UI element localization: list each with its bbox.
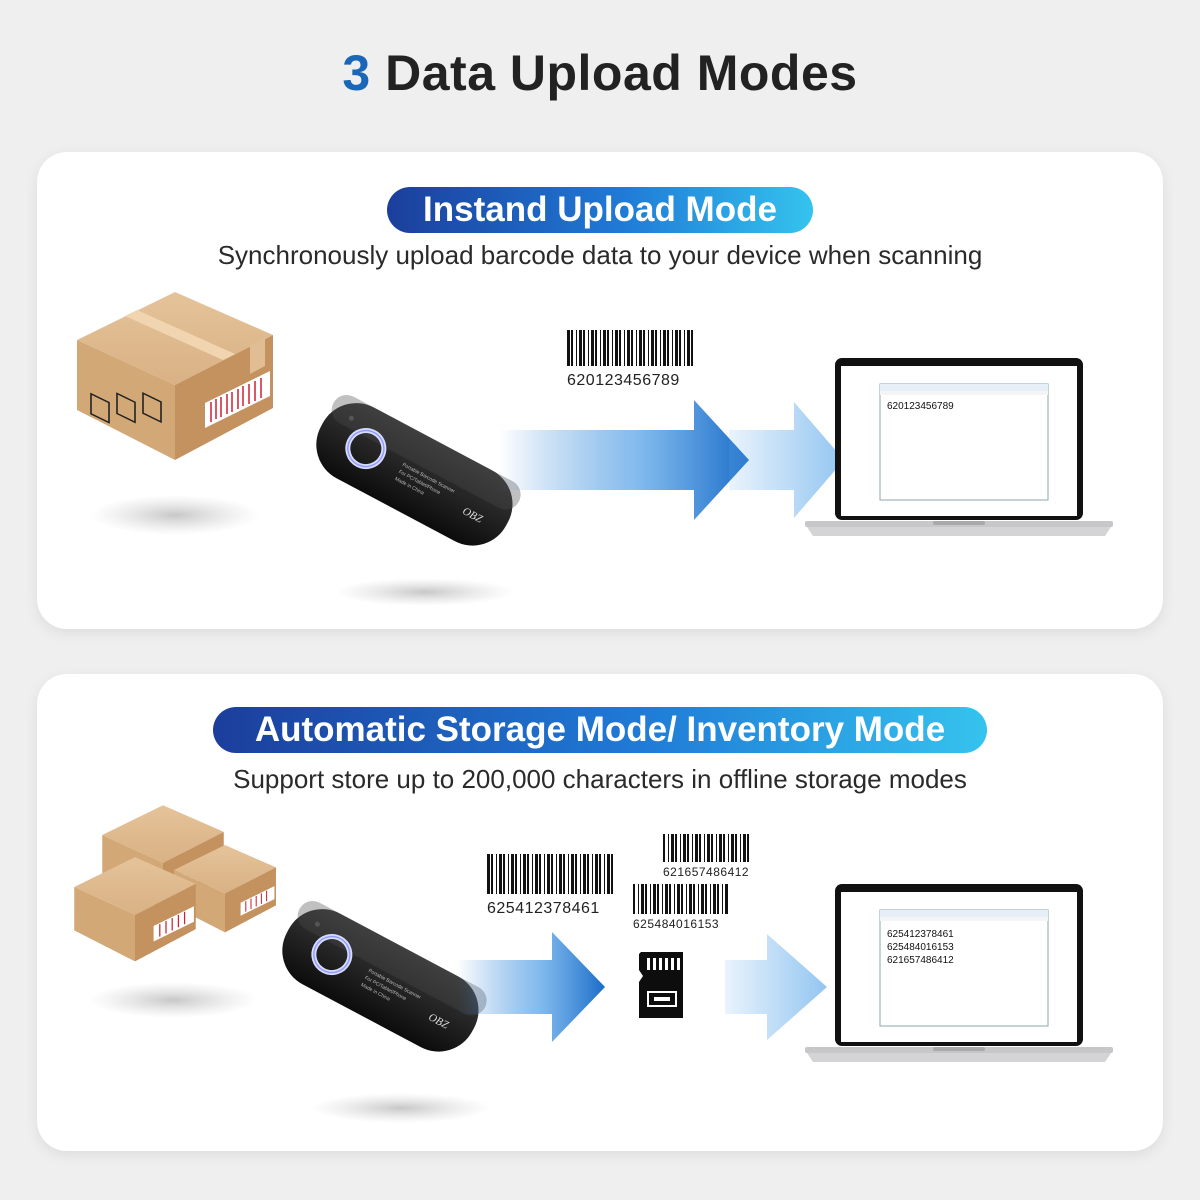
instant-upload-panel: Instand Upload Mode Synchronously upload… [37, 152, 1163, 629]
notepad-content: 625412378461 625484016153 621657486412 [887, 928, 954, 967]
title-number: 3 [342, 45, 371, 101]
mode-title-pill: Automatic Storage Mode/ Inventory Mode [213, 707, 987, 753]
cardboard-box-icon [73, 804, 276, 1024]
barcode-number: 625484016153 [633, 917, 720, 931]
mode-subtitle: Synchronously upload barcode data to you… [217, 240, 983, 270]
title-text: Data Upload Modes [385, 45, 858, 101]
barcode-number: 625412378461 [487, 900, 600, 917]
cardboard-box-icon [75, 290, 275, 535]
barcode-icon: 625484016153 [633, 884, 729, 931]
barcode-scanner-icon: OBZ Portable Barcode Scanner For PC/Tabl… [305, 392, 525, 612]
arrow-right-icon [457, 932, 837, 1042]
barcode-scanner-icon: OBZ Portable Barcode Scanner For PC/Tabl… [271, 898, 491, 1138]
barcode-icon: 625412378461 [487, 854, 615, 918]
storage-mode-panel: Automatic Storage Mode/ Inventory Mode S… [37, 674, 1163, 1151]
barcode-icon: 621657486412 [663, 834, 753, 879]
mode-title-pill: Instand Upload Mode [387, 187, 813, 233]
barcode-icon: 620123456789 [567, 330, 695, 390]
sd-card-icon [637, 952, 687, 1022]
notepad-content: 620123456789 [887, 400, 954, 413]
screen-line: 621657486412 [887, 955, 954, 966]
arrow-right-icon [499, 400, 849, 520]
page-title: 3 Data Upload Modes [0, 44, 1200, 102]
screen-line: 625412378461 [887, 929, 954, 940]
screen-line: 625484016153 [887, 942, 954, 953]
screen-line: 620123456789 [887, 401, 954, 412]
barcode-number: 621657486412 [663, 865, 750, 879]
mode-subtitle: Support store up to 200,000 characters i… [233, 764, 967, 794]
barcode-number: 620123456789 [567, 372, 680, 389]
